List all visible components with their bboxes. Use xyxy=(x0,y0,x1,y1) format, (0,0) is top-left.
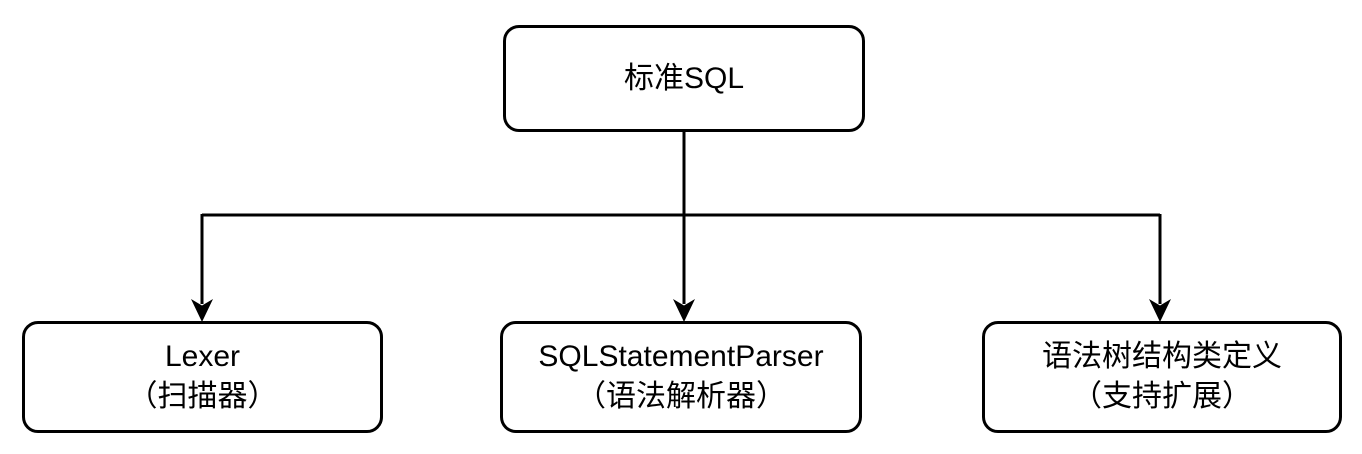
arrowhead-lexer xyxy=(191,299,213,322)
node-standard-sql: 标准SQL xyxy=(503,25,865,132)
node-lexer-subtitle: （扫描器） xyxy=(127,380,278,413)
node-lexer: Lexer （扫描器） xyxy=(22,321,383,433)
node-sql-statement-parser-title: SQLStatementParser xyxy=(538,340,824,373)
arrowhead-ast xyxy=(1149,299,1171,322)
node-syntax-tree-classes-subtitle: （支持扩展） xyxy=(1072,380,1252,413)
node-standard-sql-label: 标准SQL xyxy=(623,61,745,95)
node-sql-statement-parser-subtitle: （语法解析器） xyxy=(576,380,786,413)
arrowhead-parser xyxy=(673,299,695,322)
node-lexer-title: Lexer xyxy=(164,340,241,373)
node-syntax-tree-classes: 语法树结构类定义 （支持扩展） xyxy=(982,321,1342,433)
node-syntax-tree-classes-title: 语法树结构类定义 xyxy=(1042,340,1282,373)
node-sql-statement-parser: SQLStatementParser （语法解析器） xyxy=(500,321,862,433)
